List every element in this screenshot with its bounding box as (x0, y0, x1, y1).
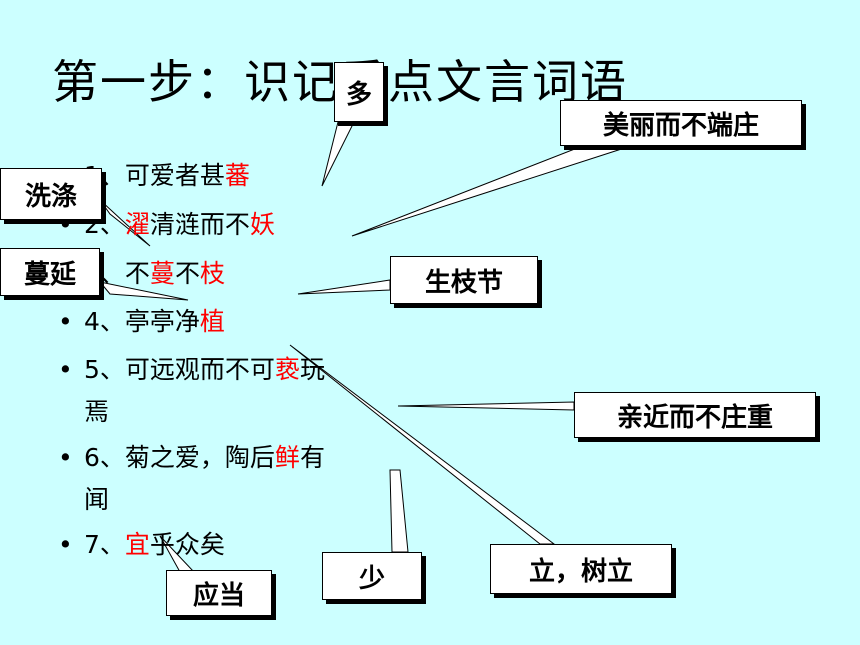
callout-duo: 多 (334, 62, 384, 122)
pointer-manyan (98, 281, 189, 301)
list-item: •7、宜乎众矣 (58, 525, 225, 565)
pointer-xidi (99, 199, 151, 247)
callout-xidi: 洗涤 (0, 168, 102, 220)
callout-qinjin: 亲近而不庄重 (574, 392, 816, 438)
list-item-continuation: 闻 (84, 485, 110, 514)
callout-yingdang: 应当 (166, 570, 272, 616)
callout-shengzhijie: 生枝节 (390, 256, 538, 304)
bullet-icon: • (58, 355, 73, 384)
list-item: •6、菊之爱，陶后鲜有 (58, 438, 325, 478)
list-item: •5、可远观而不可亵玩 (58, 350, 325, 390)
callout-meili: 美丽而不端庄 (560, 100, 802, 146)
bullet-icon: • (58, 443, 73, 472)
bullet-icon: • (58, 307, 73, 336)
callout-manyan: 蔓延 (0, 248, 100, 296)
callout-li: 立，树立 (490, 544, 672, 594)
list-item-continuation: 焉 (84, 397, 110, 426)
list-item: •2、濯清涟而不妖 (58, 205, 275, 245)
callout-shao: 少 (322, 552, 422, 600)
bullet-icon: • (58, 530, 73, 559)
list-item: •4、亭亭净植 (58, 302, 225, 342)
pointer-duo (321, 121, 355, 187)
